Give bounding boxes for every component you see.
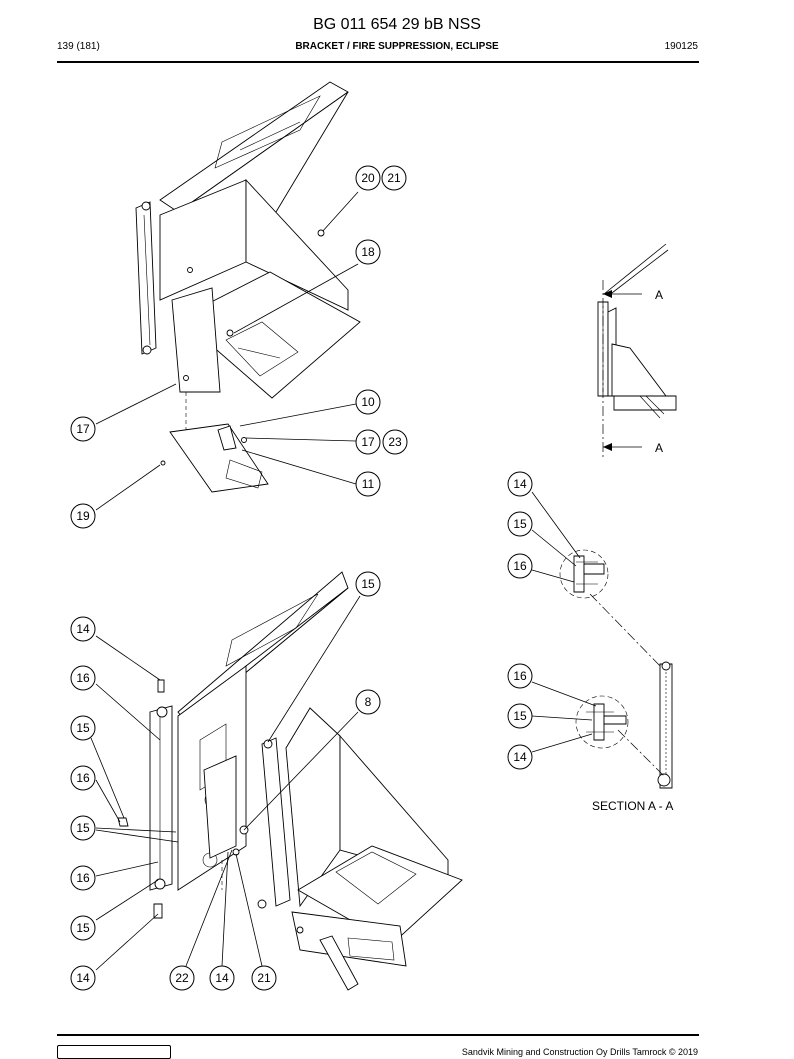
- svg-text:15: 15: [513, 517, 527, 531]
- section-marker-top: A: [655, 288, 663, 302]
- footer-rule: [57, 1034, 699, 1036]
- callout-15: 15: [507, 703, 533, 729]
- svg-text:8: 8: [365, 695, 372, 709]
- svg-text:21: 21: [387, 171, 401, 185]
- svg-text:15: 15: [76, 921, 90, 935]
- callout-22: 22: [169, 965, 195, 991]
- callout-20: 20: [355, 165, 381, 191]
- callout-15: 15: [70, 715, 96, 741]
- callout-14: 14: [70, 965, 96, 991]
- svg-text:21: 21: [257, 971, 271, 985]
- bottom-assembly-illustration: [117, 571, 463, 991]
- svg-text:11: 11: [362, 477, 375, 491]
- svg-text:15: 15: [513, 709, 527, 723]
- page-title: BRACKET / FIRE SUPPRESSION, ECLIPSE: [295, 41, 499, 52]
- section-a-a-detail: [559, 549, 673, 789]
- callout-15: 15: [70, 915, 96, 941]
- callout-21: 21: [251, 965, 277, 991]
- svg-text:18: 18: [361, 245, 375, 259]
- svg-text:14: 14: [513, 477, 527, 491]
- callout-16: 16: [507, 663, 533, 689]
- callout-14: 14: [70, 616, 96, 642]
- svg-text:16: 16: [513, 669, 527, 683]
- svg-text:16: 16: [76, 871, 90, 885]
- footer-copyright: Sandvik Mining and Construction Oy Drill…: [461, 1047, 698, 1057]
- callout-23: 23: [382, 429, 408, 455]
- callout-15: 15: [70, 815, 96, 841]
- svg-text:14: 14: [215, 971, 229, 985]
- page-number: 139 (181): [57, 41, 100, 52]
- callout-16: 16: [70, 665, 96, 691]
- svg-text:20: 20: [361, 171, 375, 185]
- callout-16: 16: [70, 865, 96, 891]
- callout-16: 16: [507, 553, 533, 579]
- callout-16: 16: [70, 765, 96, 791]
- svg-text:15: 15: [361, 577, 375, 591]
- section-marker-bottom: A: [655, 441, 663, 455]
- svg-text:14: 14: [513, 750, 527, 764]
- svg-text:16: 16: [513, 559, 527, 573]
- document-number: BG 011 654 29 bB NSS: [313, 16, 481, 33]
- callout-15: 15: [507, 511, 533, 537]
- callout-14: 14: [507, 744, 533, 770]
- svg-text:10: 10: [361, 395, 375, 409]
- callout-17: 17: [70, 416, 96, 442]
- svg-text:16: 16: [76, 771, 90, 785]
- document-date: 190125: [664, 41, 698, 52]
- svg-text:15: 15: [76, 721, 90, 735]
- callout-8: 8: [355, 689, 381, 715]
- callout-21: 21: [381, 165, 407, 191]
- callout-11: 11: [355, 471, 381, 497]
- svg-text:17: 17: [361, 435, 375, 449]
- callout-17: 17: [355, 429, 381, 455]
- header-rule: [57, 61, 699, 63]
- callout-15: 15: [355, 571, 381, 597]
- section-side-view: [597, 243, 677, 458]
- svg-text:19: 19: [76, 509, 90, 523]
- svg-text:15: 15: [76, 821, 90, 835]
- svg-text:14: 14: [76, 622, 90, 636]
- svg-text:16: 16: [76, 671, 90, 685]
- top-assembly-illustration: [135, 81, 361, 493]
- callout-10: 10: [355, 389, 381, 415]
- callout-14: 14: [507, 471, 533, 497]
- sandvik-logo: [57, 1045, 171, 1059]
- section-a-a-label: SECTION A - A: [592, 799, 673, 813]
- svg-text:14: 14: [76, 971, 90, 985]
- callout-18: 18: [355, 239, 381, 265]
- svg-text:22: 22: [175, 971, 189, 985]
- callout-19: 19: [70, 503, 96, 529]
- svg-text:23: 23: [388, 435, 402, 449]
- svg-text:17: 17: [76, 422, 90, 436]
- callout-14: 14: [209, 965, 235, 991]
